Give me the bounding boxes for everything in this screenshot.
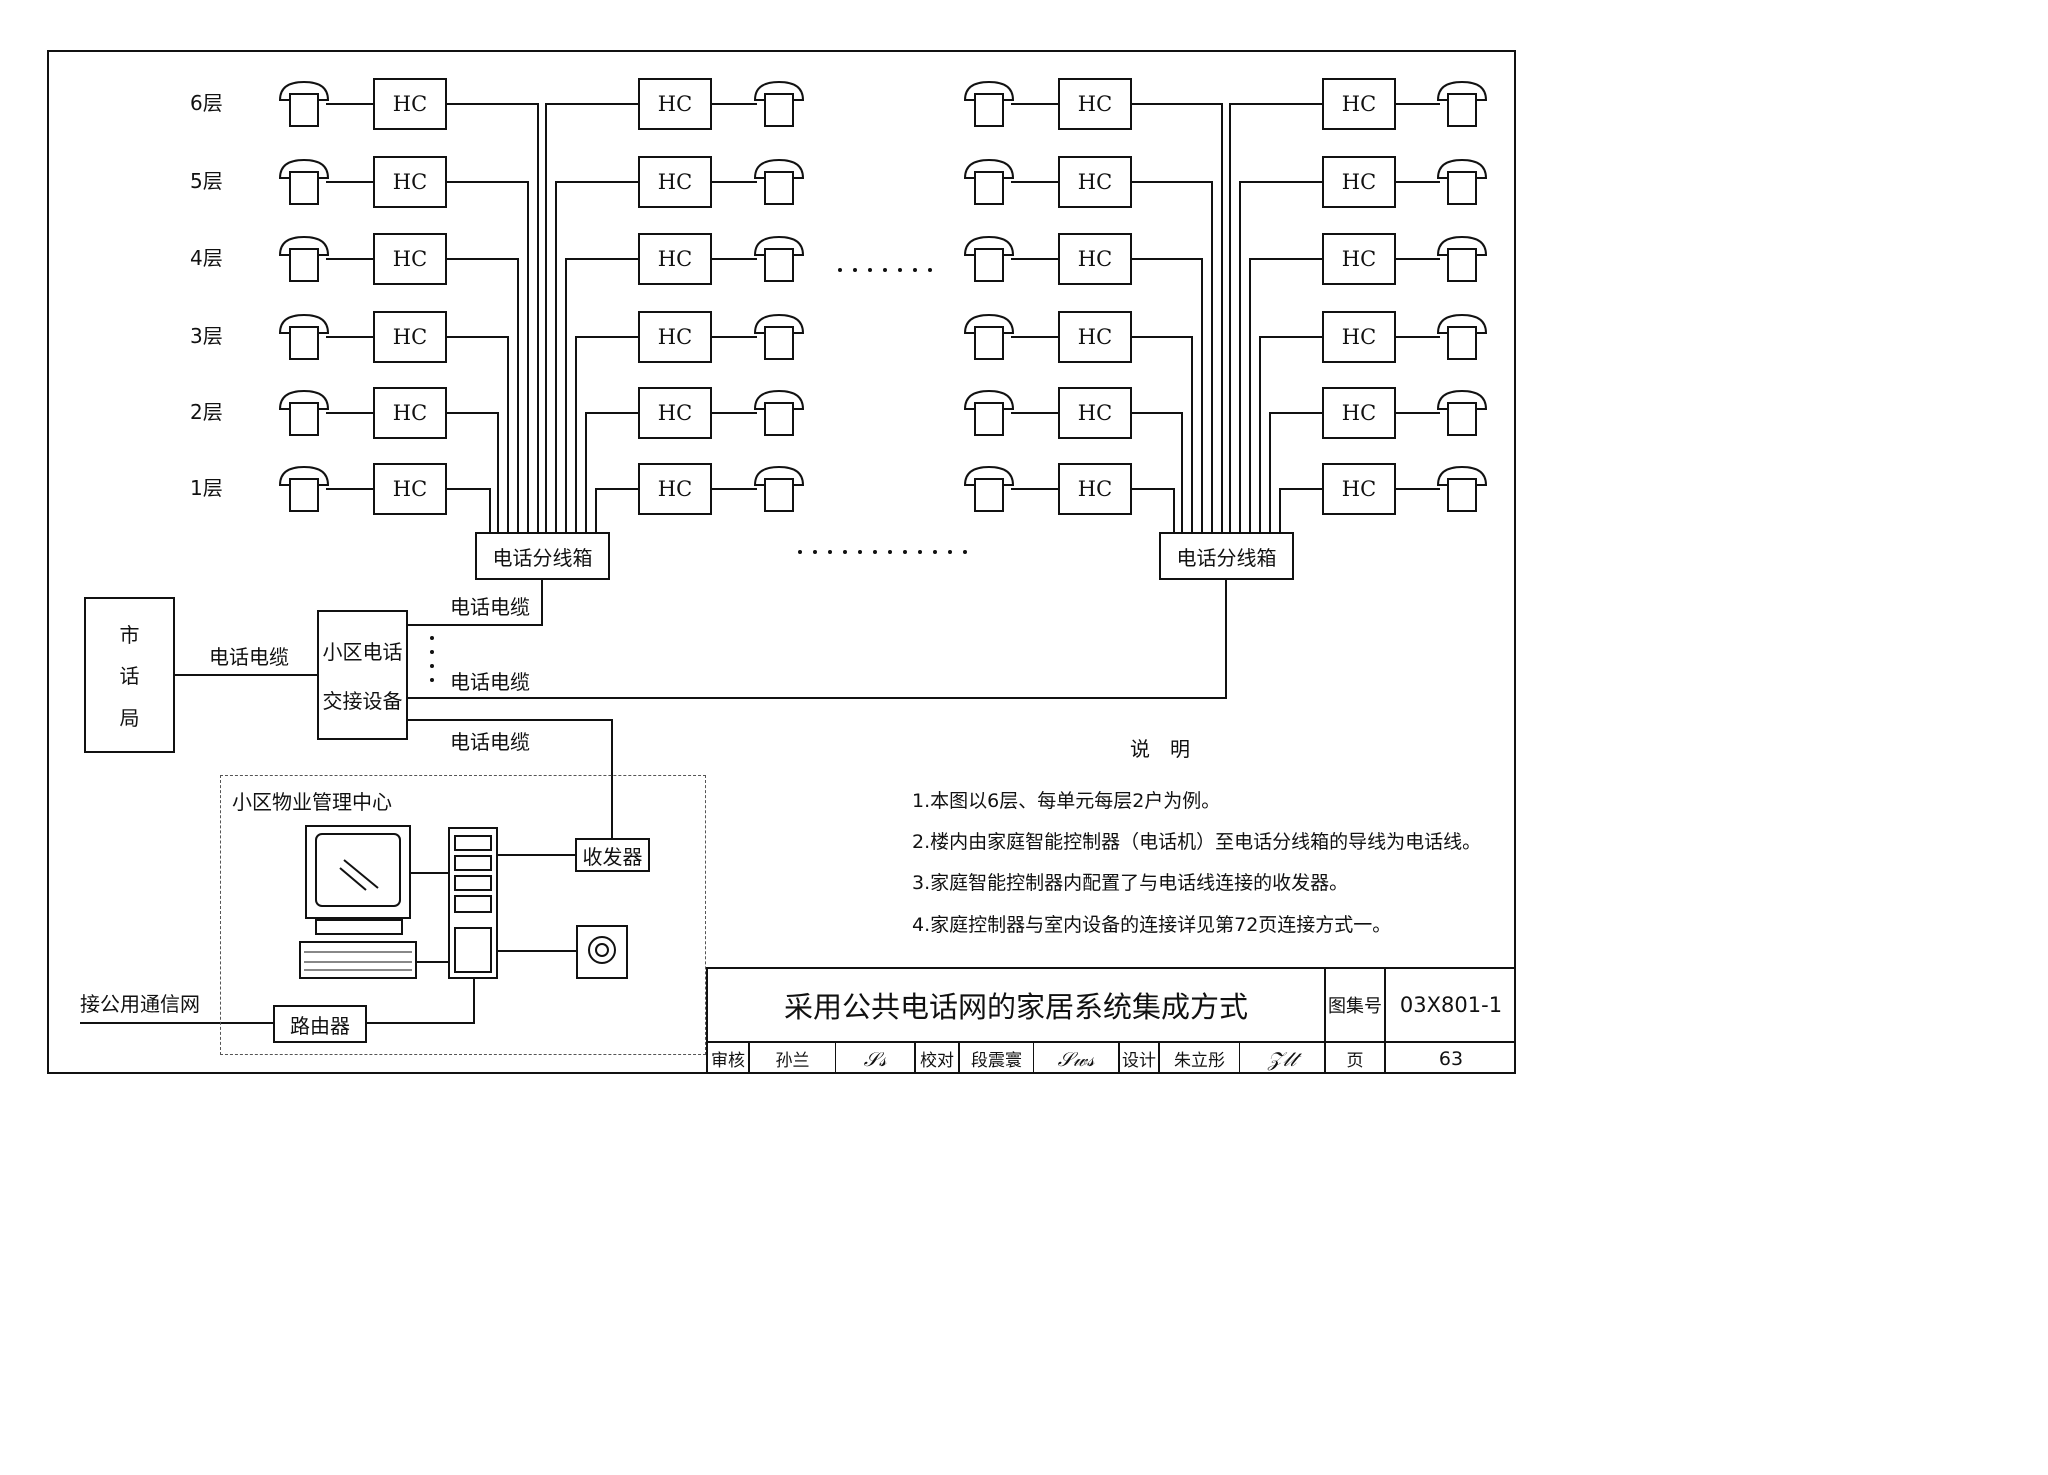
home-controller-box: HC xyxy=(373,311,447,363)
home-controller-box: HC xyxy=(1322,387,1396,439)
note-item: 1.本图以6层、每单元每层2户为例。 xyxy=(912,790,1221,812)
home-controller-box: HC xyxy=(373,78,447,130)
exchange-line: 小区电话 xyxy=(322,640,403,664)
review-label: 审核 xyxy=(708,1043,750,1074)
telephone-icon xyxy=(278,235,330,282)
city-telephone-office: 市 话 局 xyxy=(84,597,175,753)
floor-label: 4层 xyxy=(190,246,223,270)
home-controller-box: HC xyxy=(1058,463,1132,515)
home-controller-box: HC xyxy=(1058,233,1132,285)
home-controller-box: HC xyxy=(1058,156,1132,208)
home-controller-box: HC xyxy=(638,156,712,208)
home-controller-box: HC xyxy=(638,387,712,439)
telephone-icon xyxy=(278,389,330,436)
exchange-line: 交接设备 xyxy=(322,689,403,713)
check-label: 校对 xyxy=(916,1043,960,1074)
home-controller-box: HC xyxy=(1058,311,1132,363)
home-controller-box: HC xyxy=(373,233,447,285)
management-center-area xyxy=(220,775,706,1055)
title-block: 采用公共电话网的家居系统集成方式 图集号 03X801-1 审核 孙兰 𝒮𝓈 校… xyxy=(706,967,1516,1074)
home-controller-box: HC xyxy=(638,78,712,130)
page-number: 63 xyxy=(1438,1047,1464,1070)
drawing-frame xyxy=(47,50,1516,1074)
telephone-icon xyxy=(1436,465,1488,512)
floor-label: 1层 xyxy=(190,476,223,500)
cable-label-right: 电话电缆 xyxy=(450,670,530,694)
notes-title: 说 明 xyxy=(1130,737,1190,761)
home-controller-box: HC xyxy=(373,156,447,208)
floor-label: 3层 xyxy=(190,324,223,348)
router-box: 路由器 xyxy=(273,1005,367,1043)
home-controller-box: HC xyxy=(638,233,712,285)
telephone-icon xyxy=(963,235,1015,282)
reviewer-name: 孙兰 xyxy=(750,1043,836,1074)
home-controller-box: HC xyxy=(1322,78,1396,130)
checker-name: 段震寰 xyxy=(960,1043,1034,1074)
home-controller-box: HC xyxy=(1322,311,1396,363)
telephone-icon xyxy=(753,80,805,127)
home-controller-box: HC xyxy=(1322,463,1396,515)
home-controller-box: HC xyxy=(1058,387,1132,439)
telephone-icon xyxy=(963,465,1015,512)
home-controller-box: HC xyxy=(373,463,447,515)
city-office-char: 话 xyxy=(119,664,140,689)
public-network-label: 接公用通信网 xyxy=(80,992,200,1016)
home-controller-box: HC xyxy=(373,387,447,439)
telephone-icon xyxy=(753,465,805,512)
home-controller-box: HC xyxy=(1058,78,1132,130)
transceiver-box: 收发器 xyxy=(575,838,650,872)
telephone-icon xyxy=(963,80,1015,127)
design-label: 设计 xyxy=(1120,1043,1160,1074)
dots-vertical xyxy=(430,636,434,682)
checker-signature: 𝒮𝓌𝓈 xyxy=(1034,1043,1120,1074)
note-item: 3.家庭智能控制器内配置了与电话线连接的收发器。 xyxy=(912,872,1349,894)
home-controller-box: HC xyxy=(638,463,712,515)
telephone-icon xyxy=(753,389,805,436)
reviewer-signature: 𝒮𝓈 xyxy=(836,1043,916,1074)
note-item: 4.家庭控制器与室内设备的连接详见第72页连接方式一。 xyxy=(912,914,1392,936)
telephone-icon xyxy=(753,158,805,205)
dots-top xyxy=(838,268,932,272)
home-controller-box: HC xyxy=(638,311,712,363)
telephone-icon xyxy=(278,465,330,512)
telephone-icon xyxy=(753,235,805,282)
designer-signature: 𝒵𝓁𝓉 xyxy=(1240,1043,1326,1074)
telephone-icon xyxy=(1436,389,1488,436)
cable-label-city: 电话电缆 xyxy=(209,645,289,669)
telephone-icon xyxy=(963,313,1015,360)
telephone-icon xyxy=(278,158,330,205)
floor-label: 2层 xyxy=(190,400,223,424)
telephone-icon xyxy=(1436,235,1488,282)
page-label: 页 xyxy=(1326,1043,1386,1074)
dots-middle xyxy=(798,550,967,554)
home-controller-box: HC xyxy=(1322,156,1396,208)
telephone-icon xyxy=(963,158,1015,205)
telephone-icon xyxy=(1436,80,1488,127)
floor-label: 6层 xyxy=(190,91,223,115)
management-center-label: 小区物业管理中心 xyxy=(232,790,392,814)
telephone-icon xyxy=(1436,158,1488,205)
wiring-diagram xyxy=(80,80,1488,1024)
distribution-box-right: 电话分线箱 xyxy=(1159,532,1294,580)
designer-name: 朱立彤 xyxy=(1160,1043,1240,1074)
speaker-icon xyxy=(576,925,628,979)
cable-label-left: 电话电缆 xyxy=(450,595,530,619)
telephone-icon xyxy=(963,389,1015,436)
drawing-title: 采用公共电话网的家居系统集成方式 xyxy=(708,969,1326,1043)
telephone-icon xyxy=(278,80,330,127)
atlas-number: 03X801-1 xyxy=(1386,969,1516,1043)
distribution-box-left: 电话分线箱 xyxy=(475,532,610,580)
community-exchange-equipment: 小区电话 交接设备 xyxy=(317,610,408,740)
note-item: 2.楼内由家庭智能控制器（电话机）至电话分线箱的导线为电话线。 xyxy=(912,831,1482,853)
cable-label-transceiver: 电话电缆 xyxy=(450,730,530,754)
computer-icon xyxy=(299,825,498,979)
telephone-icon xyxy=(278,313,330,360)
city-office-char: 局 xyxy=(119,705,140,730)
city-office-char: 市 xyxy=(119,623,140,648)
telephone-icon xyxy=(753,313,805,360)
telephone-icon xyxy=(1436,313,1488,360)
atlas-label: 图集号 xyxy=(1326,969,1386,1043)
floor-label: 5层 xyxy=(190,169,223,193)
home-controller-box: HC xyxy=(1322,233,1396,285)
